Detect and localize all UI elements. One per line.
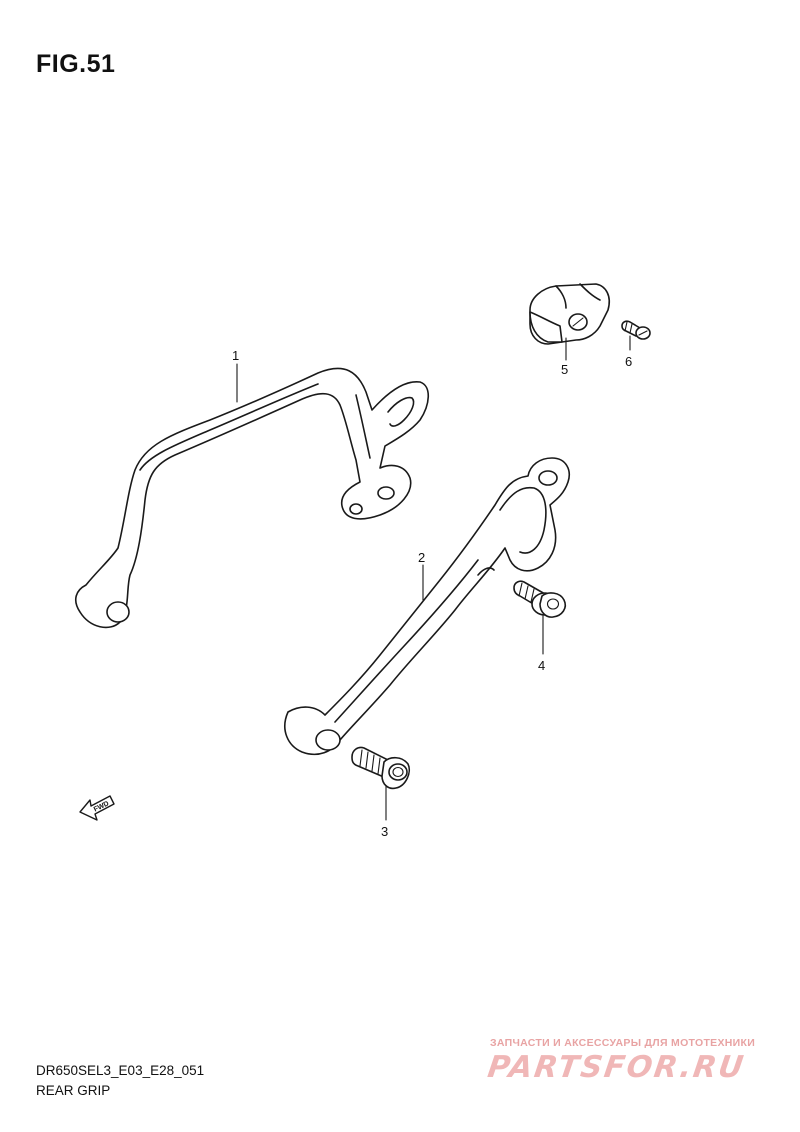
watermark-logo: PARTSFOR.RU xyxy=(485,1050,748,1085)
part-5-clamp xyxy=(529,283,611,345)
callout-1: 1 xyxy=(232,348,239,363)
fwd-label: FWD xyxy=(93,800,110,813)
section-name: REAR GRIP xyxy=(36,1083,111,1098)
callout-5: 5 xyxy=(561,362,568,377)
part-2-rear-grip-right xyxy=(284,457,570,756)
part-6-screw xyxy=(621,320,651,340)
part-3-bolt xyxy=(351,746,411,790)
figure-title: FIG.51 xyxy=(36,50,116,78)
watermark-tagline: ЗАПЧАСТИ И АКСЕССУАРЫ ДЛЯ МОТОТЕХНИКИ xyxy=(490,1037,756,1049)
callout-4: 4 xyxy=(538,658,545,673)
leader-lines xyxy=(236,335,631,821)
fwd-arrow-icon: FWD xyxy=(79,795,115,821)
part-4-flange-bolt xyxy=(513,580,567,618)
callout-2: 2 xyxy=(418,550,425,565)
callout-6: 6 xyxy=(625,354,632,369)
callout-3: 3 xyxy=(381,824,388,839)
part-1-rear-grip-left xyxy=(74,367,430,629)
model-code: DR650SEL3_E03_E28_051 xyxy=(36,1063,205,1078)
